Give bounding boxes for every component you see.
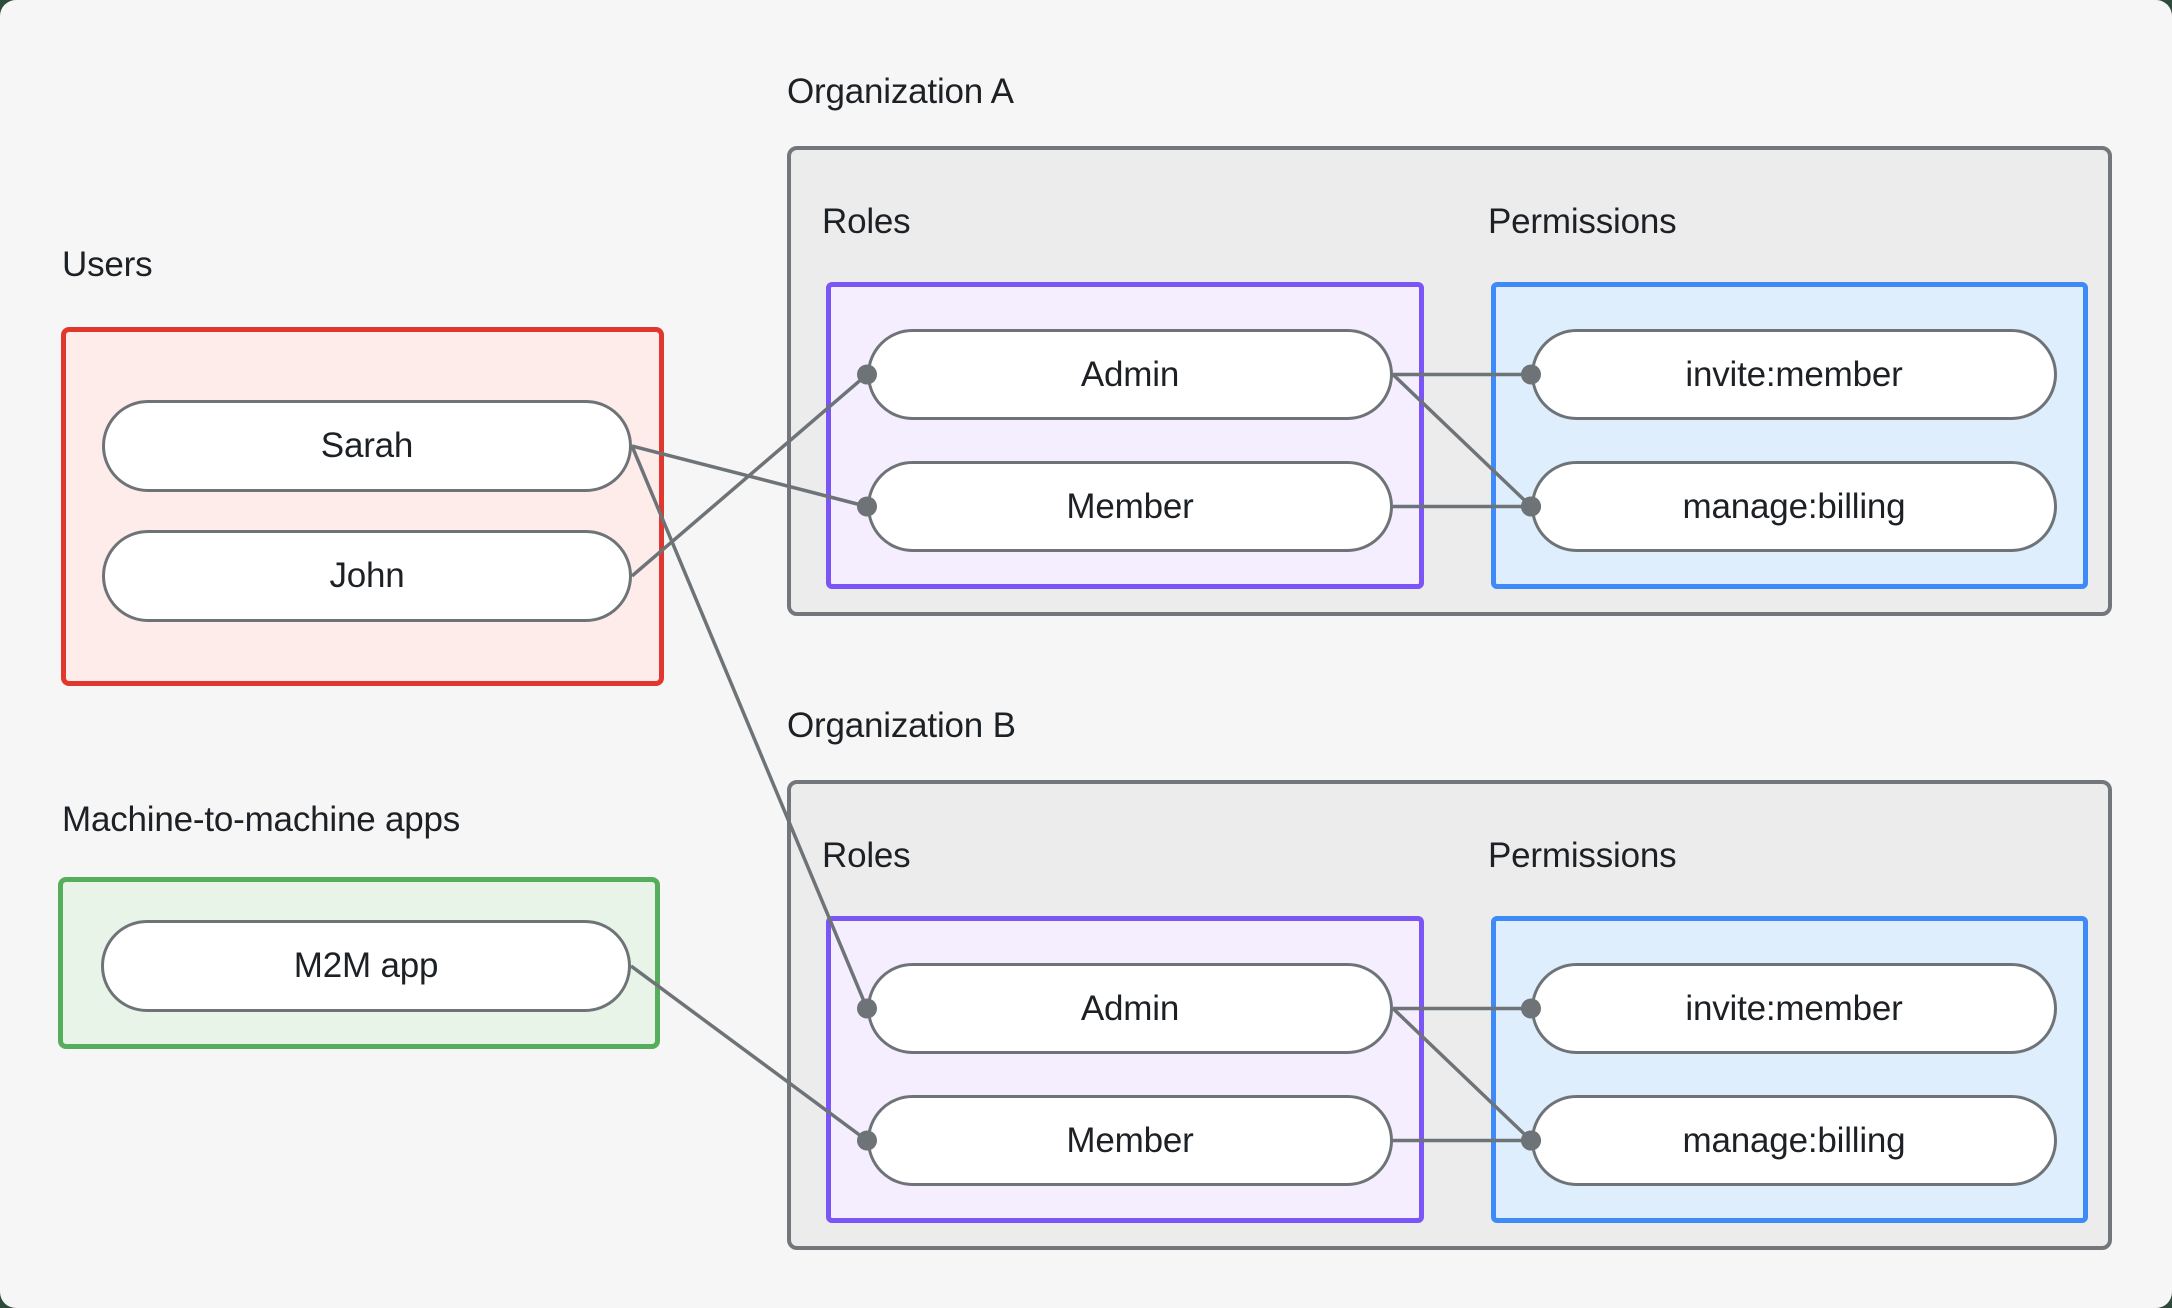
org-b-title: Organization B [787,706,1016,745]
org-b-permissions-label: Permissions [1488,836,1677,875]
org-a-roles-label: Roles [822,202,911,241]
org-a-roles-box: Admin Member [826,282,1424,589]
user-pill-sarah: Sarah [102,400,632,492]
org-b-role-pill-admin: Admin [867,963,1393,1054]
org-a-title: Organization A [787,72,1014,111]
org-a-box: Roles Admin Member Permissions invite:me… [787,146,2112,616]
users-group-box: Sarah John [61,327,664,686]
org-a-permission-pill-invite-member: invite:member [1531,329,2057,420]
m2m-group-label: Machine-to-machine apps [62,800,461,839]
org-a-role-pill-member: Member [867,461,1393,552]
org-a-permissions-label: Permissions [1488,202,1677,241]
org-a-role-pill-admin: Admin [867,329,1393,420]
org-a-permissions-box: invite:member manage:billing [1491,282,2088,589]
org-b-permissions-box: invite:member manage:billing [1491,916,2088,1223]
org-b-box: Roles Admin Member Permissions invite:me… [787,780,2112,1250]
org-b-roles-box: Admin Member [826,916,1424,1223]
app-pill-m2m: M2M app [101,920,631,1012]
org-a-permission-pill-manage-billing: manage:billing [1531,461,2057,552]
org-b-permission-pill-manage-billing: manage:billing [1531,1095,2057,1186]
users-group-label: Users [62,245,153,284]
org-b-role-pill-member: Member [867,1095,1393,1186]
org-b-permission-pill-invite-member: invite:member [1531,963,2057,1054]
user-pill-john: John [102,530,632,622]
org-b-roles-label: Roles [822,836,911,875]
m2m-group-box: M2M app [58,877,660,1049]
